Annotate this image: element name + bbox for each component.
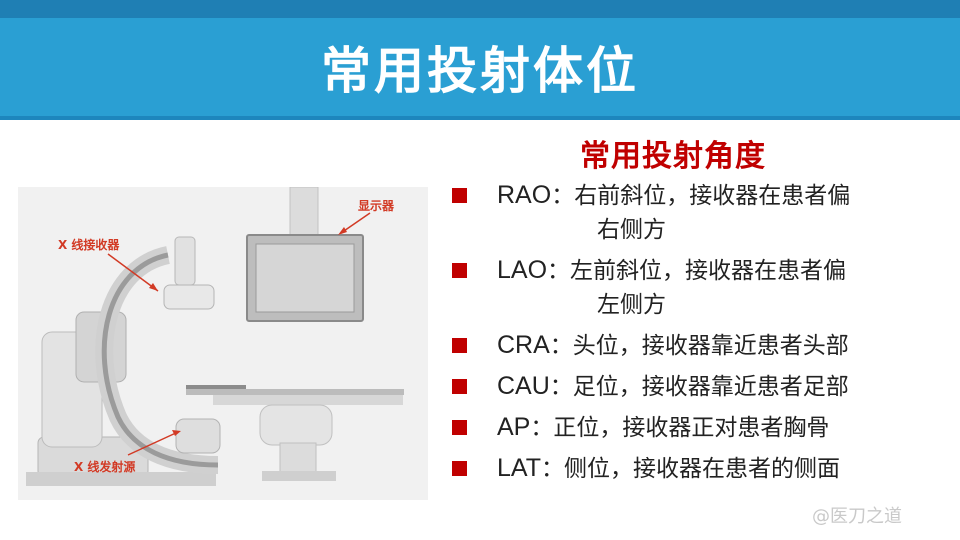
projection-code: RAO	[497, 181, 552, 209]
projection-code: LAO	[497, 256, 548, 284]
projection-code: CRA	[497, 331, 550, 359]
patient-table-edge	[213, 395, 403, 405]
source-label: X 线发射源	[74, 459, 135, 474]
projection-code: LAT	[497, 454, 541, 482]
table-stand	[279, 442, 317, 474]
list-item: CAU：足位，接收器靠近患者足部	[450, 369, 955, 404]
bullet-square-icon	[452, 188, 467, 203]
projection-description: ：右前斜位，接收器在患者偏	[551, 183, 851, 209]
projection-description: ：头位，接收器靠近患者头部	[549, 333, 849, 359]
watermark: @医刀之道	[812, 506, 902, 527]
section-subtitle: 常用投射角度	[580, 139, 766, 174]
x-ray-source	[175, 418, 221, 454]
floor-plate	[26, 472, 216, 486]
bullet-square-icon	[452, 263, 467, 278]
list-item: CRA：头位，接收器靠近患者头部	[450, 328, 955, 363]
projection-code: CAU	[497, 372, 550, 400]
projection-description: ：左前斜位，接收器在患者偏	[547, 258, 847, 284]
display-pointer	[340, 212, 371, 234]
list-item: LAT：侧位，接收器在患者的侧面	[450, 451, 955, 486]
c-arm-illustration: X 线接收器 显示器 X 线发射源	[18, 186, 428, 500]
bullet-square-icon	[452, 379, 467, 394]
x-ray-receiver	[163, 284, 215, 310]
source-pointer	[127, 431, 179, 456]
projection-description-cont: 左侧方	[597, 292, 666, 318]
bullet-square-icon	[452, 461, 467, 476]
list-item: RAO：右前斜位，接收器在患者偏 右侧方	[450, 178, 955, 247]
c-arc-inner	[101, 252, 219, 468]
source-pointer-head	[172, 430, 181, 436]
banner-underline	[0, 116, 960, 120]
bullet-square-icon	[452, 420, 467, 435]
projection-description: ：侧位，接收器在患者的侧面	[541, 456, 840, 482]
projection-description: ：足位，接收器靠近患者足部	[549, 374, 849, 400]
table-pedestal	[259, 404, 333, 446]
bullet-square-icon	[452, 338, 467, 353]
display-label: 显示器	[358, 199, 395, 213]
projection-list: RAO：右前斜位，接收器在患者偏 右侧方 LAO：左前斜位，接收器在患者偏 左侧…	[450, 178, 955, 492]
list-item: AP：正位，接收器正对患者胸骨	[450, 410, 955, 445]
monitor-column	[289, 186, 319, 236]
receiver-label: X 线接收器	[58, 237, 120, 252]
receiver-pointer-head	[149, 283, 158, 291]
table-pad	[186, 385, 246, 389]
display-pointer-head	[338, 227, 347, 235]
slide-title: 常用投射体位	[321, 42, 639, 100]
title-banner: 常用投射体位	[0, 18, 960, 116]
receiver-arm	[174, 236, 196, 286]
receiver-pointer	[107, 253, 159, 292]
table-foot	[262, 471, 336, 481]
projection-description-cont: 右侧方	[597, 217, 666, 243]
patient-table-top	[186, 389, 404, 395]
monitor-screen	[255, 243, 355, 313]
projection-description: ：正位，接收器正对患者胸骨	[530, 415, 830, 441]
list-item: LAO：左前斜位，接收器在患者偏 左侧方	[450, 253, 955, 322]
top-band	[0, 0, 960, 18]
c-arm-diagram: X 线接收器 显示器 X 线发射源	[26, 186, 404, 486]
projection-code: AP	[497, 413, 531, 441]
